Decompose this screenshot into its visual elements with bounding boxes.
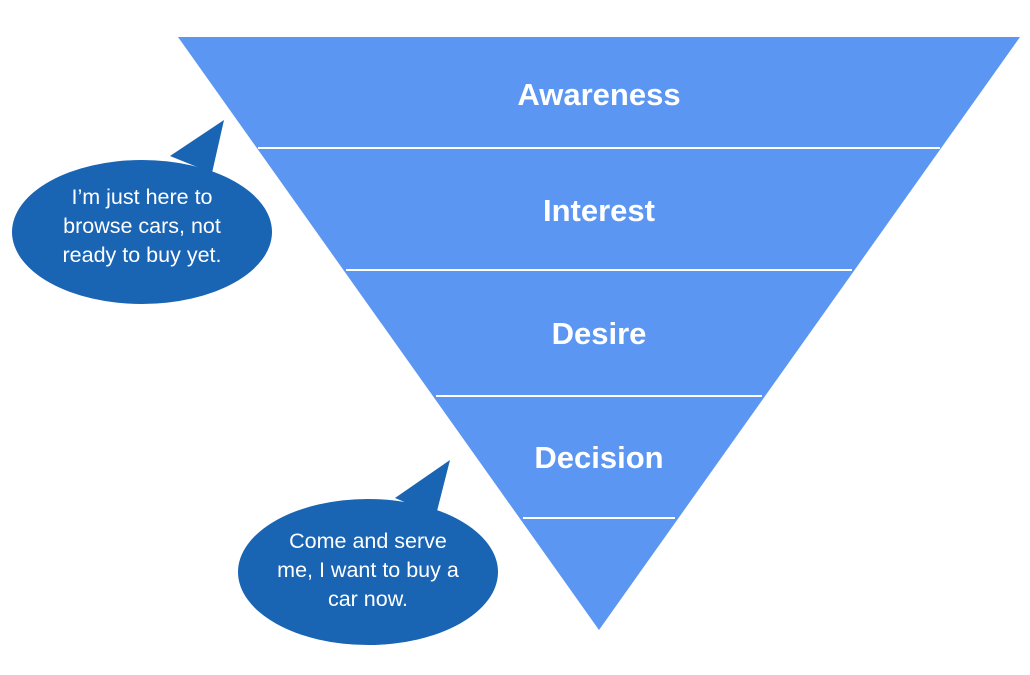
- speech-bubble-browsing-line-1: I’m just here to: [72, 185, 213, 209]
- speech-bubble-browsing-line-3: ready to buy yet.: [63, 243, 222, 267]
- speech-bubble-ready-to-buy-line-1: Come and serve: [289, 529, 447, 553]
- speech-bubble-ready-to-buy-line-3: car now.: [328, 587, 408, 611]
- speech-bubble-browsing: I’m just here to browse cars, not ready …: [12, 120, 272, 304]
- speech-bubble-browsing-body: [12, 160, 272, 304]
- stage-label-decision: Decision: [534, 440, 663, 475]
- speech-bubble-browsing-line-2: browse cars, not: [63, 214, 221, 238]
- speech-bubble-ready-to-buy: Come and serve me, I want to buy a car n…: [238, 460, 498, 645]
- stage-label-desire: Desire: [552, 316, 647, 351]
- speech-bubble-ready-to-buy-tail: [395, 460, 450, 515]
- speech-bubble-browsing-tail: [170, 120, 224, 173]
- speech-bubble-ready-to-buy-body: [238, 499, 498, 645]
- stage-label-awareness: Awareness: [517, 77, 680, 112]
- stage-label-interest: Interest: [543, 193, 655, 228]
- funnel-triangle: [178, 37, 1020, 630]
- speech-bubble-ready-to-buy-line-2: me, I want to buy a: [277, 558, 459, 582]
